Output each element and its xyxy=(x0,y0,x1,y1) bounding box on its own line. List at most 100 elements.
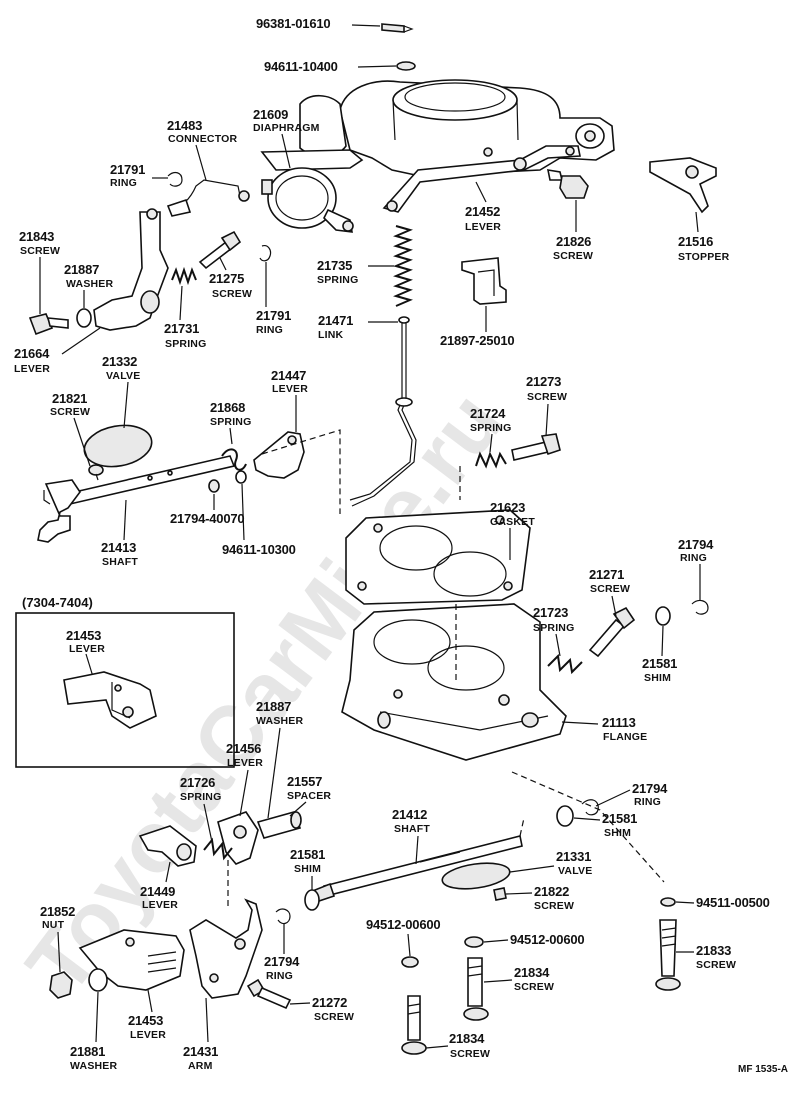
part-number: 21413 xyxy=(101,540,136,555)
callout-21664: 21664 LEVER xyxy=(14,327,101,375)
callout-21447: 21447 LEVER xyxy=(271,368,308,432)
part-name: RING xyxy=(110,177,137,189)
lever-21447-part xyxy=(253,431,305,479)
inset-7304-7404: (7304-7404) 21453 LEVER xyxy=(15,595,235,768)
part-name: SPRING xyxy=(317,274,358,286)
assembly-dash-6 xyxy=(519,817,525,837)
shim-21581-right-part xyxy=(655,606,671,626)
callout-21581-lower: 21581 SHIM xyxy=(573,811,637,839)
lever-21456-part xyxy=(217,811,259,865)
part-number: 21456 xyxy=(226,741,261,756)
part-name: RING xyxy=(256,324,283,336)
callout-21843: 21843 SCREW xyxy=(19,229,60,314)
part-number: 21332 xyxy=(102,354,137,369)
callout-21887-mid: 21887 WASHER xyxy=(256,699,304,819)
callout-21794-right: 21794 RING xyxy=(678,537,714,600)
callout-21272: 21272 SCREW xyxy=(289,995,354,1023)
spring-21731-part xyxy=(171,266,197,286)
ring-21794-bottom-part xyxy=(275,908,291,925)
ring-21794-lower-part xyxy=(581,799,599,816)
nut-21852-part xyxy=(49,971,73,999)
part-number: 21271 xyxy=(589,567,624,582)
part-number: 94511-00500 xyxy=(696,895,770,910)
part-number: 21581 xyxy=(642,656,677,671)
screw-21272-part xyxy=(246,978,292,1010)
washer-94511-part xyxy=(660,897,676,907)
diaphragm-part xyxy=(260,149,364,233)
part-name: WASHER xyxy=(70,1060,118,1072)
part-number: 21724 xyxy=(470,406,506,421)
part-number: 21791 xyxy=(110,162,145,177)
callout-94512-00600-right: 94512-00600 xyxy=(483,932,585,947)
callout-21735: 21735 SPRING xyxy=(317,258,394,286)
callout-21794-bottom: 21794 RING xyxy=(264,924,300,982)
part-number: 94611-10400 xyxy=(264,59,338,74)
callout-21821: 21821 SCREW xyxy=(50,391,91,467)
callout-21452: 21452 LEVER xyxy=(465,181,501,233)
callout-21275: 21275 SCREW xyxy=(209,257,252,300)
part-number: 21834 xyxy=(514,965,550,980)
callout-21557: 21557 SPACER xyxy=(287,774,331,817)
callout-21794-40070: 21794-40070 xyxy=(170,494,245,526)
part-name: ARM xyxy=(188,1060,213,1072)
part-number: 94611-10300 xyxy=(222,542,296,557)
part-number: 21431 xyxy=(183,1044,218,1059)
part-name: LEVER xyxy=(272,383,308,395)
part-number: 21735 xyxy=(317,258,352,273)
part-name: SPRING xyxy=(180,791,221,803)
top-screw-part xyxy=(381,23,414,33)
part-name: SPRING xyxy=(210,416,251,428)
valve-21331-part xyxy=(441,862,511,890)
part-name: SCREW xyxy=(450,1048,490,1060)
screw-21834-low-part xyxy=(401,995,427,1055)
callout-94611-10400: 94611-10400 xyxy=(264,59,397,74)
connector-part xyxy=(166,179,250,217)
callout-21822: 21822 SCREW xyxy=(505,884,574,912)
part-name: SHAFT xyxy=(394,823,430,835)
part-number: 21881 xyxy=(70,1044,105,1059)
part-number: 21723 xyxy=(533,605,568,620)
screw-21834-mid-part xyxy=(463,957,489,1021)
part-number: 21609 xyxy=(253,107,288,122)
part-name: SCREW xyxy=(534,900,574,912)
callout-21794-lower: 21794 RING xyxy=(595,781,668,808)
part-name: LEVER xyxy=(130,1029,166,1041)
part-name: WASHER xyxy=(256,715,304,727)
part-name: LEVER xyxy=(465,221,501,233)
callout-21431: 21431 ARM xyxy=(183,997,218,1072)
part-number: 21794 xyxy=(264,954,300,969)
part-number: 21452 xyxy=(465,204,500,219)
screw-21833-part xyxy=(655,919,681,991)
part-name: RING xyxy=(266,970,293,982)
spring-21726-part xyxy=(203,837,233,861)
part-number: 21449 xyxy=(140,884,175,899)
callout-21887-top: 21887 WASHER xyxy=(64,262,113,308)
ring-21791-lower-part xyxy=(259,245,272,262)
part-number: 21843 xyxy=(19,229,54,244)
part-number: 21868 xyxy=(210,400,245,415)
spring-21735-part xyxy=(393,225,413,307)
part-name: NUT xyxy=(42,919,65,931)
inset-part-number: 21453 xyxy=(66,628,101,643)
callout-21731: 21731 SPRING xyxy=(164,285,206,350)
screw-21822-part xyxy=(493,887,507,901)
part-number: 21516 xyxy=(678,234,713,249)
part-number: 94512-00600 xyxy=(366,917,440,932)
ring-21794-right-part xyxy=(691,599,709,615)
lever-21449-part xyxy=(138,825,197,867)
spring-21723-part xyxy=(547,653,583,675)
part-name: SCREW xyxy=(696,959,736,971)
part-name: SHIM xyxy=(294,863,321,875)
screw-21843-part xyxy=(28,313,69,336)
callout-21834-mid: 21834 SCREW xyxy=(483,965,554,993)
callout-21833: 21833 SCREW xyxy=(676,943,736,971)
washer-94512-left-part xyxy=(401,956,419,968)
part-name: STOPPER xyxy=(678,251,730,263)
callout-21413: 21413 SHAFT xyxy=(101,499,138,568)
part-name: DIAPHRAGM xyxy=(253,122,320,134)
part-name: SCREW xyxy=(590,583,630,595)
screw-21821-part xyxy=(88,464,104,481)
part-number: 21791 xyxy=(256,308,291,323)
part-number: 21887 xyxy=(64,262,99,277)
diagram-reference: MF 1535-A xyxy=(738,1064,788,1075)
